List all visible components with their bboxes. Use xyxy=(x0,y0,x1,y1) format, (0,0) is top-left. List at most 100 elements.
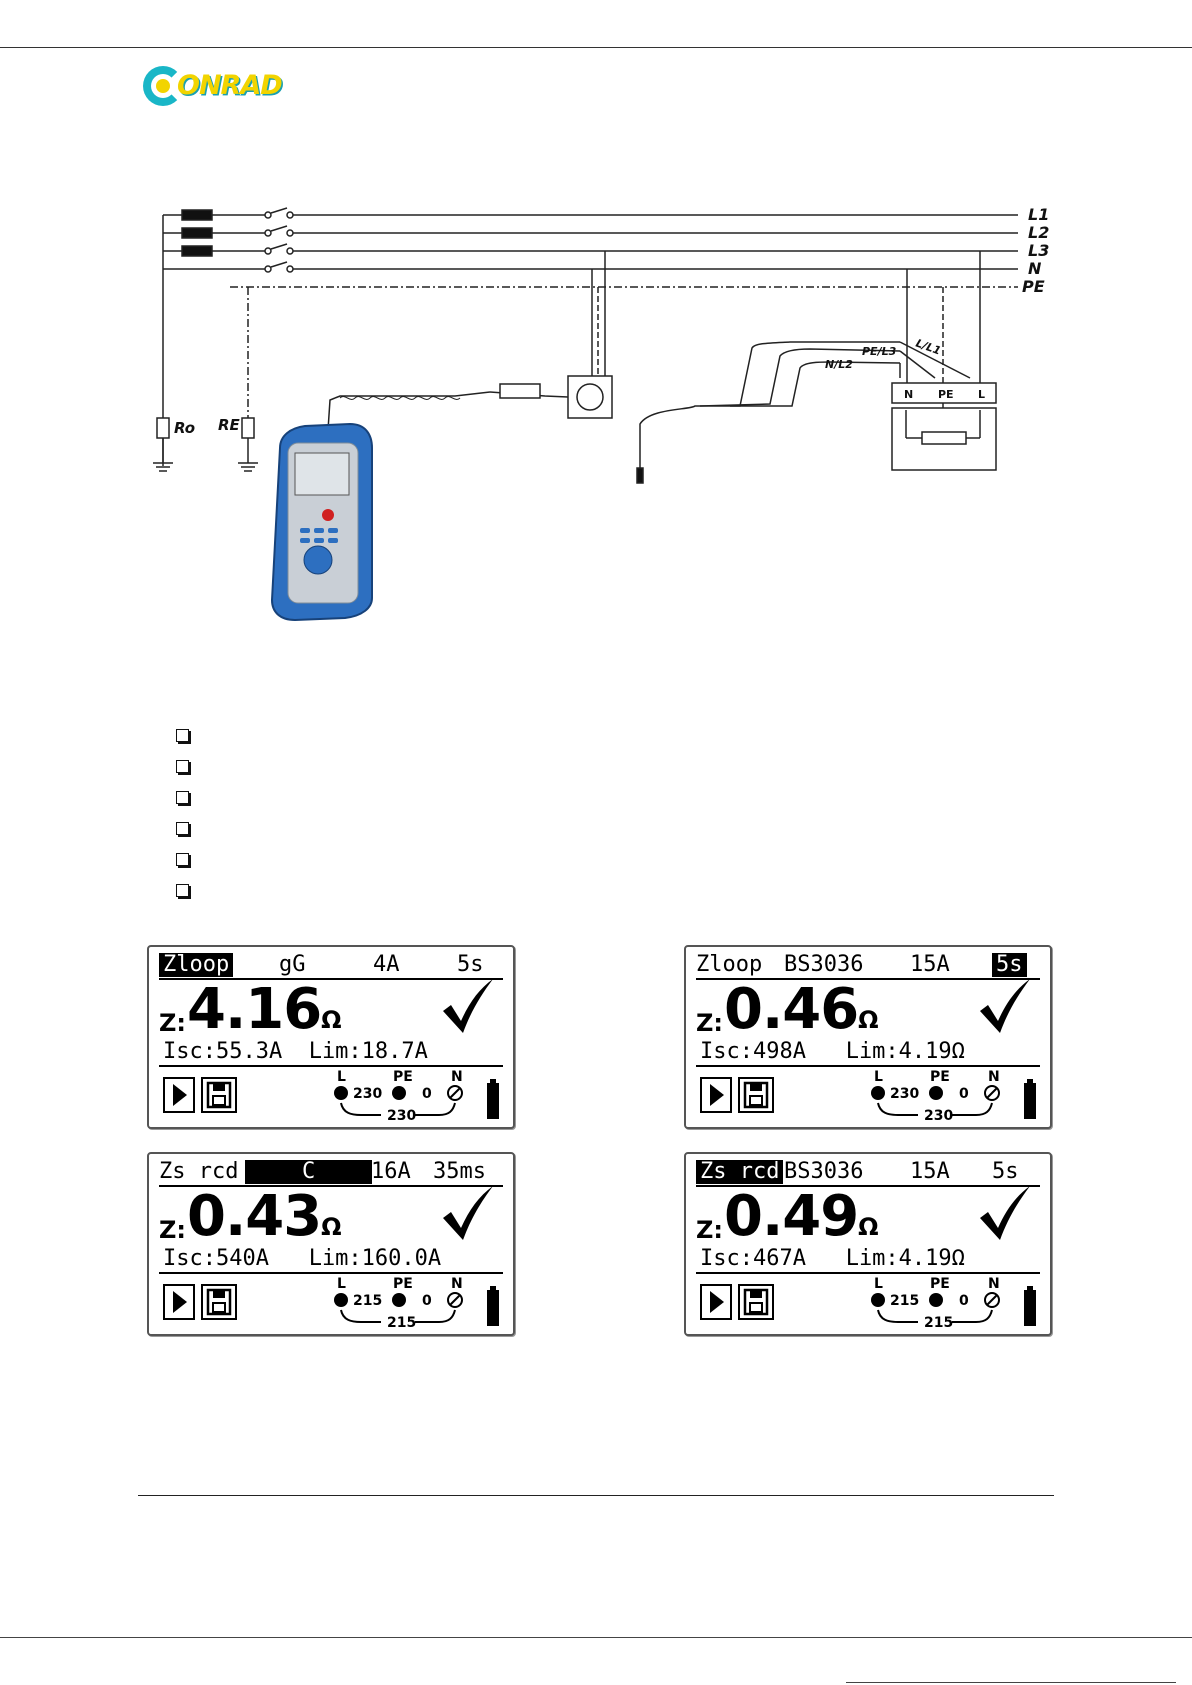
checkbox-icon xyxy=(176,884,189,897)
z-value: 0.43Ω xyxy=(187,1184,342,1249)
save-icon xyxy=(206,1288,232,1316)
terminal-n-label: N xyxy=(451,1276,463,1292)
terminal-l-label: L xyxy=(337,1276,346,1292)
voltage-l-pe: 215 xyxy=(890,1293,919,1309)
header-field: C xyxy=(245,1160,373,1184)
logo-text: ONRAD xyxy=(177,70,283,101)
play-icon xyxy=(173,1084,187,1106)
isc-limit-line: Isc:540A Lim:160.0A xyxy=(163,1246,442,1271)
pass-check-icon xyxy=(980,1186,1030,1240)
pass-check-icon xyxy=(443,1186,493,1240)
terminal-l: L xyxy=(978,388,985,401)
ohm-unit: Ω xyxy=(321,1213,341,1241)
terminal-l-dot xyxy=(334,1086,348,1100)
start-button[interactable] xyxy=(163,1284,195,1320)
voltage-pe-n: 0 xyxy=(959,1086,969,1102)
terminal-l-label: L xyxy=(337,1069,346,1085)
voltage-l-n: 230 xyxy=(924,1108,953,1123)
header-field: 5s xyxy=(992,953,1027,977)
terminal-pe-dot xyxy=(392,1086,406,1100)
header-field: gG xyxy=(279,952,306,977)
terminal-voltage-monitor: L PE N 215 0 215 xyxy=(871,1276,1000,1330)
header-field: Zs rcd xyxy=(159,1159,239,1184)
voltage-pe-n: 0 xyxy=(959,1293,969,1309)
checkbox-icon xyxy=(176,791,189,804)
header-field: 35ms xyxy=(433,1159,486,1184)
isc-limit-line: Isc:498A Lim:4.19Ω xyxy=(700,1039,965,1064)
start-button[interactable] xyxy=(163,1077,195,1113)
header-field: 5s xyxy=(992,1159,1019,1184)
line-label-pe: PE xyxy=(1022,277,1045,296)
play-icon xyxy=(710,1084,724,1106)
footer-rule-short xyxy=(846,1682,1176,1683)
header-field: 16A xyxy=(371,1159,411,1184)
z-value: 0.46Ω xyxy=(724,977,879,1042)
terminal-l-label: L xyxy=(874,1069,883,1085)
voltage-l-n: 230 xyxy=(387,1108,416,1123)
checkbox-icon xyxy=(176,729,189,742)
voltage-pe-n: 0 xyxy=(422,1293,432,1309)
isc-limit-line: Isc:55.3A Lim:18.7A xyxy=(163,1039,428,1064)
battery-icon xyxy=(1024,1286,1036,1326)
terminal-pe-dot xyxy=(929,1293,943,1307)
z-label: Z: xyxy=(159,1009,186,1037)
terminal-l-label: L xyxy=(874,1276,883,1292)
terminal-l-dot xyxy=(871,1293,885,1307)
z-value: 0.49Ω xyxy=(724,1184,879,1249)
wiring-diagram: L1 L2 L3 N PE Ro RE PE/L3 N/L2 L/L1 N PE… xyxy=(153,205,1049,622)
start-button[interactable] xyxy=(700,1077,732,1113)
save-button[interactable] xyxy=(201,1077,237,1113)
terminal-n-label: N xyxy=(451,1069,463,1085)
terminal-pe: PE xyxy=(938,388,954,401)
play-icon xyxy=(173,1291,187,1313)
voltage-l-pe: 215 xyxy=(353,1293,382,1309)
terminal-l-dot xyxy=(334,1293,348,1307)
content-rule xyxy=(138,1495,1054,1496)
screen-header: Zs rcd C 16A 35ms xyxy=(159,1160,503,1184)
header-field: 5s xyxy=(457,952,484,977)
save-icon xyxy=(743,1288,769,1316)
line-label-l3: L3 xyxy=(1028,241,1049,260)
terminal-pe-dot xyxy=(392,1293,406,1307)
header-field: Zs rcd xyxy=(696,1160,784,1184)
battery-icon xyxy=(487,1286,499,1326)
footer-rule xyxy=(0,1637,1192,1638)
ohm-unit: Ω xyxy=(321,1006,341,1034)
header-field: BS3036 xyxy=(784,1159,864,1184)
save-button[interactable] xyxy=(738,1077,774,1113)
battery-icon xyxy=(1024,1079,1036,1119)
voltage-l-n: 215 xyxy=(387,1315,416,1330)
voltage-l-pe: 230 xyxy=(353,1086,382,1102)
line-label-n: N xyxy=(1028,259,1042,278)
terminal-pe-label: PE xyxy=(393,1276,413,1292)
save-button[interactable] xyxy=(201,1284,237,1320)
checklist xyxy=(176,729,189,915)
checkbox-icon xyxy=(176,853,189,866)
save-icon xyxy=(206,1081,232,1109)
z-label: Z: xyxy=(696,1216,723,1244)
terminal-pe-label: PE xyxy=(930,1069,950,1085)
terminal-pe-label: PE xyxy=(930,1276,950,1292)
terminal-n-label: N xyxy=(988,1276,1000,1292)
header-field: 15A xyxy=(910,952,950,977)
start-button[interactable] xyxy=(700,1284,732,1320)
terminal-voltage-monitor: L PE N 215 0 215 xyxy=(334,1276,463,1330)
ohm-unit: Ω xyxy=(858,1006,878,1034)
resistor-label-ro: Ro xyxy=(174,419,195,437)
cable-label-l-l1: L/L1 xyxy=(914,337,943,358)
pass-check-icon xyxy=(980,979,1030,1033)
voltage-l-n: 215 xyxy=(924,1315,953,1330)
battery-icon xyxy=(487,1079,499,1119)
resistor-label-re: RE xyxy=(218,416,241,434)
save-button[interactable] xyxy=(738,1284,774,1320)
header-field: Zloop xyxy=(159,953,234,977)
